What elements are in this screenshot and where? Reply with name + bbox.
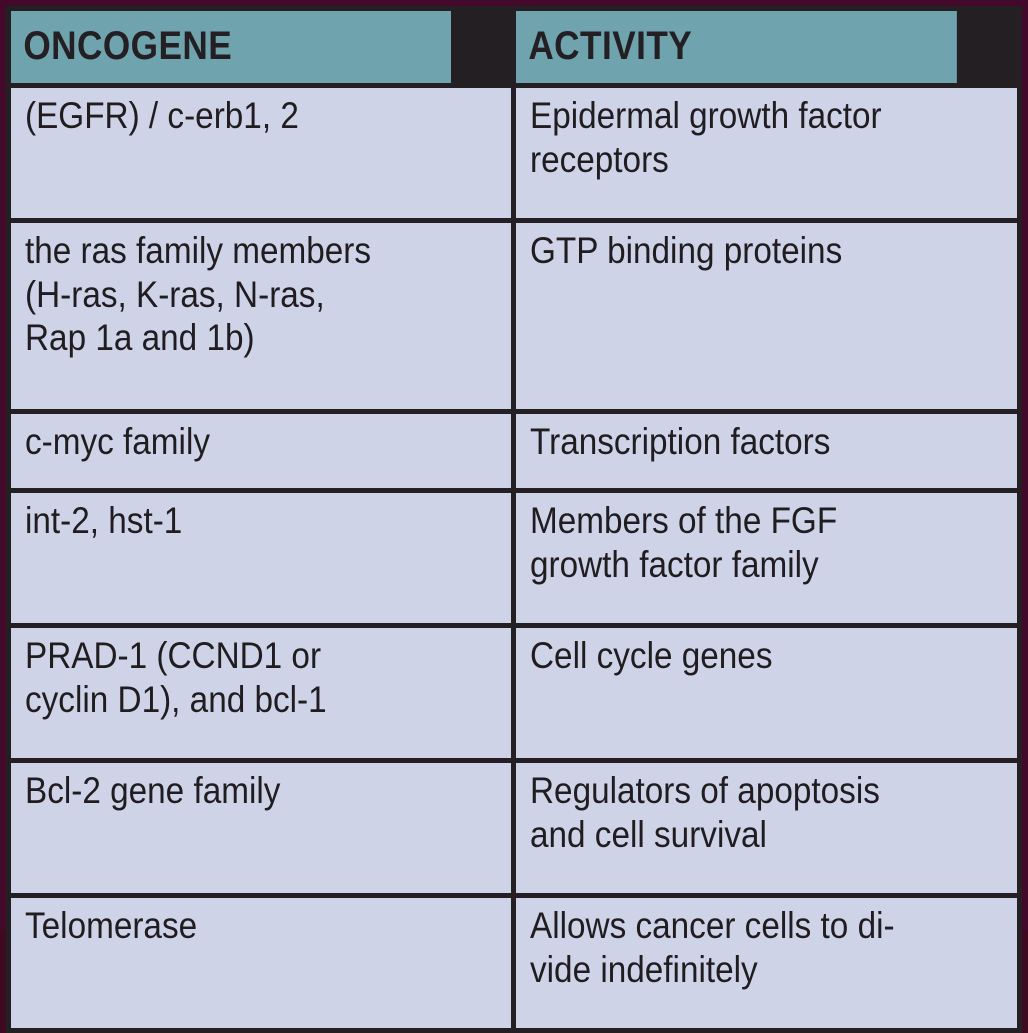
table-row: Telomerase Allows cancer cells to di- vi… xyxy=(11,898,1017,1028)
cell-oncogene: Telomerase xyxy=(11,898,511,1028)
cell-oncogene-text: Telomerase xyxy=(25,905,198,946)
cell-activity-text: Transcription factors xyxy=(530,421,831,462)
table-row: the ras family members (H-ras, K-ras, N-… xyxy=(11,223,1017,409)
cell-activity: Members of the FGF growth factor family xyxy=(516,493,1017,623)
cell-oncogene-text: the ras family members (H-ras, K-ras, N-… xyxy=(25,230,372,359)
table-row: (EGFR) / c-erb1, 2 Epidermal growth fact… xyxy=(11,88,1017,218)
cell-oncogene-text: PRAD-1 (CCND1 or cyclin D1), and bcl-1 xyxy=(25,635,327,720)
table-body: (EGFR) / c-erb1, 2 Epidermal growth fact… xyxy=(11,88,1017,1028)
cell-oncogene: the ras family members (H-ras, K-ras, N-… xyxy=(11,223,511,409)
cell-activity-text: Cell cycle genes xyxy=(530,635,773,676)
table-frame: ONCOGENE ACTIVITY (EGFR) / c-erb1, 2 Epi… xyxy=(6,6,1022,1033)
cell-activity: Cell cycle genes xyxy=(516,628,1017,758)
cell-oncogene: (EGFR) / c-erb1, 2 xyxy=(11,88,511,218)
cell-oncogene-text: Bcl-2 gene family xyxy=(25,770,281,811)
cell-activity-text: Regulators of apoptosis and cell surviva… xyxy=(530,770,880,855)
cell-oncogene: PRAD-1 (CCND1 or cyclin D1), and bcl-1 xyxy=(11,628,511,758)
column-header-activity: ACTIVITY xyxy=(516,11,957,83)
cell-activity: Transcription factors xyxy=(516,414,1017,488)
page-background: ONCOGENE ACTIVITY (EGFR) / c-erb1, 2 Epi… xyxy=(6,6,1022,1033)
cell-oncogene-text: int-2, hst-1 xyxy=(25,500,183,541)
table-header: ONCOGENE ACTIVITY xyxy=(11,11,1017,83)
oncogene-activity-table: ONCOGENE ACTIVITY (EGFR) / c-erb1, 2 Epi… xyxy=(6,6,1022,1033)
cell-activity: Regulators of apoptosis and cell surviva… xyxy=(516,763,1017,893)
cell-activity-text: Epidermal growth factor receptors xyxy=(530,95,882,180)
cell-activity: Allows cancer cells to di- vide indefini… xyxy=(516,898,1017,1028)
cell-oncogene: Bcl-2 gene family xyxy=(11,763,511,893)
cell-activity-text: Allows cancer cells to di- vide indefini… xyxy=(530,905,895,990)
cell-activity-text: Members of the FGF growth factor family xyxy=(530,500,838,585)
cell-oncogene-text: (EGFR) / c-erb1, 2 xyxy=(25,95,299,136)
table-row: int-2, hst-1 Members of the FGF growth f… xyxy=(11,493,1017,623)
table-row: Bcl-2 gene family Regulators of apoptosi… xyxy=(11,763,1017,893)
cell-oncogene: int-2, hst-1 xyxy=(11,493,511,623)
table-row: c-myc family Transcription factors xyxy=(11,414,1017,488)
cell-oncogene-text: c-myc family xyxy=(25,421,210,462)
table-row: PRAD-1 (CCND1 or cyclin D1), and bcl-1 C… xyxy=(11,628,1017,758)
cell-activity-text: GTP binding proteins xyxy=(530,230,843,271)
column-header-oncogene: ONCOGENE xyxy=(11,11,451,83)
cell-oncogene: c-myc family xyxy=(11,414,511,488)
cell-activity: GTP binding proteins xyxy=(516,223,1017,409)
table-header-row: ONCOGENE ACTIVITY xyxy=(11,11,1017,83)
cell-activity: Epidermal growth factor receptors xyxy=(516,88,1017,218)
